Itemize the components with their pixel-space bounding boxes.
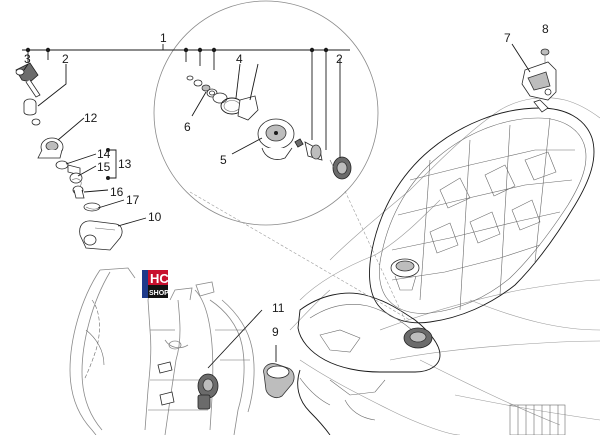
callout-2-right: 2 — [336, 52, 343, 66]
callout-9: 9 — [272, 325, 279, 339]
part-9-cap — [263, 345, 295, 398]
callout-4: 4 — [236, 52, 243, 66]
logo-hc-text: HC — [150, 271, 169, 286]
callout-6: 6 — [184, 120, 191, 134]
callout-17: 17 — [126, 193, 140, 207]
part-7-8-bracket — [521, 48, 557, 113]
storage-tub — [369, 107, 595, 324]
callout-12: 12 — [84, 111, 98, 125]
bracket-dots — [25, 47, 329, 180]
lower-left-frame — [69, 267, 255, 435]
callout-5: 5 — [220, 153, 227, 167]
lower-body-lock-area — [297, 292, 566, 435]
scooter-body-frame — [289, 97, 600, 435]
callout-7: 7 — [504, 31, 511, 45]
logo-shop-text: SHOP — [149, 290, 169, 297]
callout-10: 10 — [148, 210, 162, 224]
callout-3: 3 — [24, 52, 31, 66]
part-11-lock — [197, 309, 263, 410]
callout-1: 1 — [160, 31, 167, 45]
callout-11: 11 — [272, 301, 285, 315]
lock-parts-inside-zoom — [186, 75, 352, 180]
callout-8: 8 — [542, 22, 549, 36]
callout-15: 15 — [97, 160, 111, 174]
zoom-circle — [153, 0, 411, 321]
callout-14: 14 — [97, 147, 111, 161]
callout-labels: 1 3 2 4 2 6 5 12 14 13 15 16 17 10 7 8 1… — [24, 22, 549, 339]
callout-16: 16 — [110, 185, 124, 199]
callout-13: 13 — [118, 157, 132, 171]
hc-shop-logo: HC SHOP — [142, 270, 169, 298]
callout-2-left: 2 — [62, 52, 69, 66]
